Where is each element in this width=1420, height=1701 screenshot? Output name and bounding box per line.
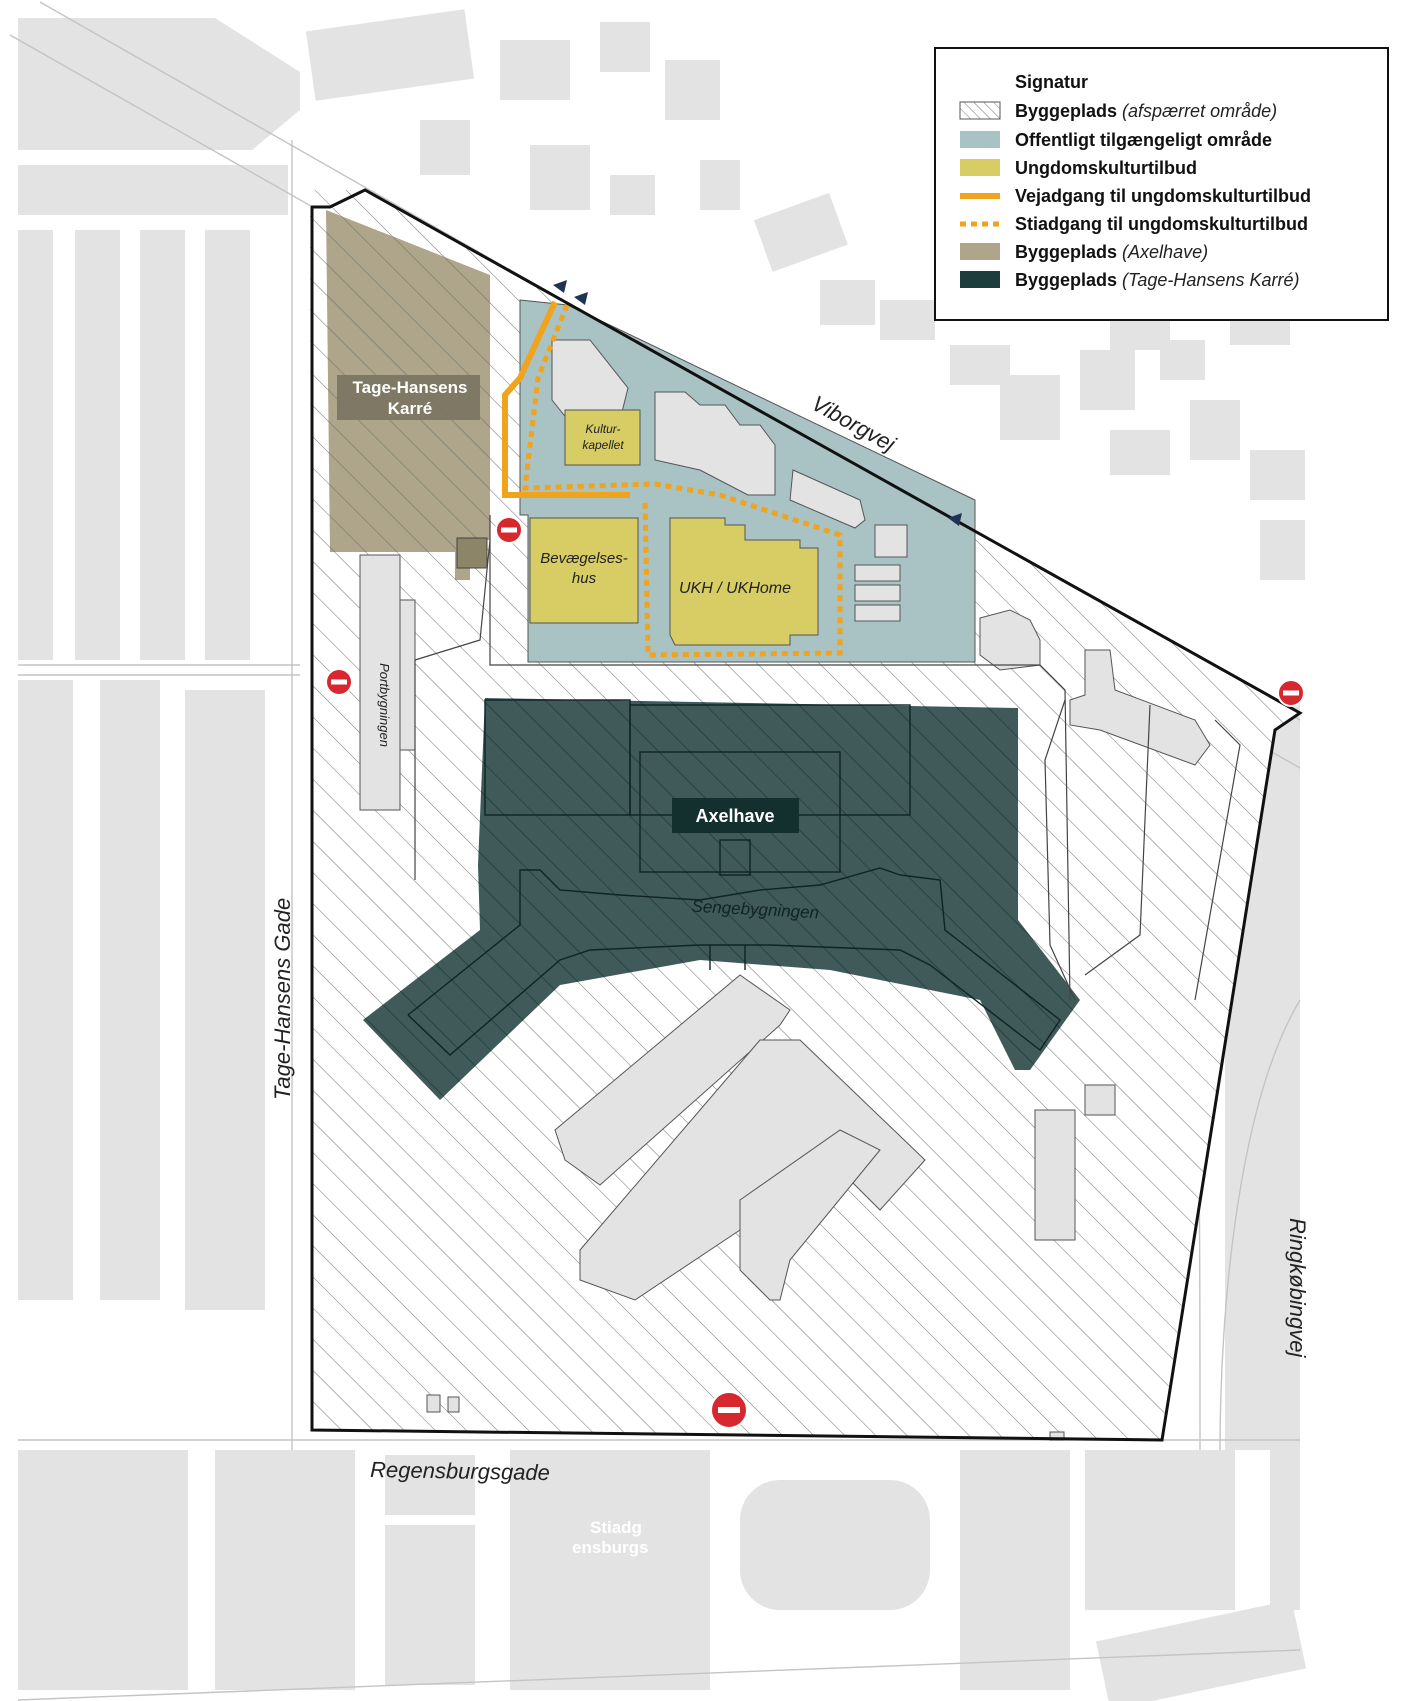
public-area-buildings <box>551 339 1041 671</box>
street-regensburgsgade: Regensburgsgade <box>370 1457 550 1485</box>
legend-swatch-tage-hansen <box>960 271 1000 288</box>
legend-item-axelhave: Byggeplads (Axelhave) <box>1015 242 1208 262</box>
kulturkapellet-label: Kultur-kapellet <box>582 422 624 452</box>
legend-swatch-axelhave <box>960 243 1000 260</box>
ukh-building <box>669 517 819 646</box>
legend-swatch-youth <box>960 159 1000 176</box>
road-access-route <box>502 300 630 498</box>
legend-item-byggeplads: Byggeplads (afspærret område) <box>1015 101 1277 121</box>
legend-swatch-hatch <box>959 101 1001 120</box>
street-ringkobingvej: Ringkøbingvej <box>1285 1218 1310 1359</box>
legend-item-tage-hansen: Byggeplads (Tage-Hansens Karré) <box>1015 270 1299 290</box>
no-entry-icon <box>325 668 353 696</box>
kulturkapellet-building <box>564 409 641 466</box>
legend-item-vejadgang: Vejadgang til ungdomskulturtilbud <box>1015 186 1311 206</box>
site-boundary <box>310 188 1303 1442</box>
legend-item-ungdom: Ungdomskulturtilbud <box>1015 158 1197 178</box>
legend-title: Signatur <box>1015 72 1088 92</box>
site-path-lines <box>414 515 1241 1001</box>
no-entry-icons <box>325 516 1305 1429</box>
legend-item-stiadgang: Stiadgang til ungdomskulturtilbud <box>1015 214 1308 234</box>
legend: Signatur Byggeplads (afspærret område) O… <box>934 47 1389 321</box>
context-buildings <box>18 9 1307 1701</box>
street-tage-hansens-gade: Tage-Hansens Gade <box>270 898 295 1100</box>
bevaegelseshus-building <box>529 517 639 624</box>
axelhave-label: Axelhave <box>695 806 774 826</box>
portbygningen-building <box>359 554 401 811</box>
no-entry-icon <box>710 1391 748 1429</box>
axelhave-building-outlines <box>407 699 1061 1056</box>
portbygningen-label: Portbygningen <box>377 663 392 747</box>
legend-swatch-public <box>960 131 1000 148</box>
ukh-label: UKH / UKHome <box>679 580 791 597</box>
no-entry-icon <box>1277 679 1305 707</box>
youth-culture-buildings <box>529 409 819 646</box>
no-entry-icon <box>495 516 523 544</box>
site-buildings <box>426 649 1211 1441</box>
bevaegelseshus-label: Bevægelses-hus <box>540 550 628 587</box>
legend-item-offentligt: Offentligt tilgængeligt område <box>1015 130 1272 150</box>
path-access-route <box>522 304 843 658</box>
entrance-arrow-icon <box>553 280 962 526</box>
legend-box <box>934 47 1389 321</box>
